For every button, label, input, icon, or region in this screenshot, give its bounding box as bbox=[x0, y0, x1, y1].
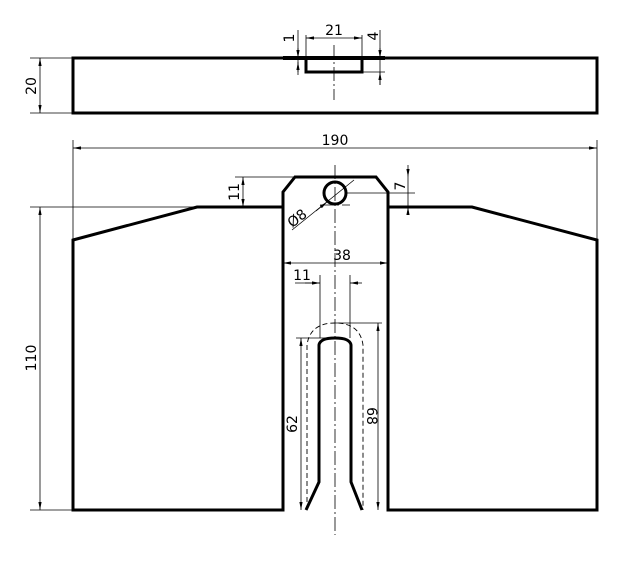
right-body bbox=[386, 205, 599, 512]
dim-thickness: 20 bbox=[24, 77, 40, 95]
center-tab bbox=[281, 175, 390, 510]
dim-hole-diameter: Ø8 bbox=[285, 206, 311, 231]
dim-tab-width: 38 bbox=[333, 248, 351, 264]
dim-overall-width: 190 bbox=[322, 133, 349, 149]
dim-outer-slot-depth: 68 bbox=[363, 407, 379, 425]
dim-overall-height: 110 bbox=[24, 345, 40, 372]
dim-slot-depth: 62 bbox=[285, 415, 301, 433]
slot bbox=[304, 336, 364, 511]
top-view: 20 21 1 4 bbox=[24, 23, 599, 115]
dim-recess-width: 21 bbox=[325, 23, 343, 39]
front-view: 190 110 11 7 Ø8 38 11 62 bbox=[24, 133, 599, 535]
dim-hole-offset: 7 bbox=[393, 182, 409, 191]
dim-recess-depth: 1 bbox=[282, 34, 298, 43]
dim-pin-offset: 4 bbox=[366, 31, 382, 40]
left-body bbox=[71, 205, 285, 512]
dim-slot-width: 11 bbox=[293, 268, 311, 284]
dim-tab-height: 11 bbox=[227, 183, 243, 201]
